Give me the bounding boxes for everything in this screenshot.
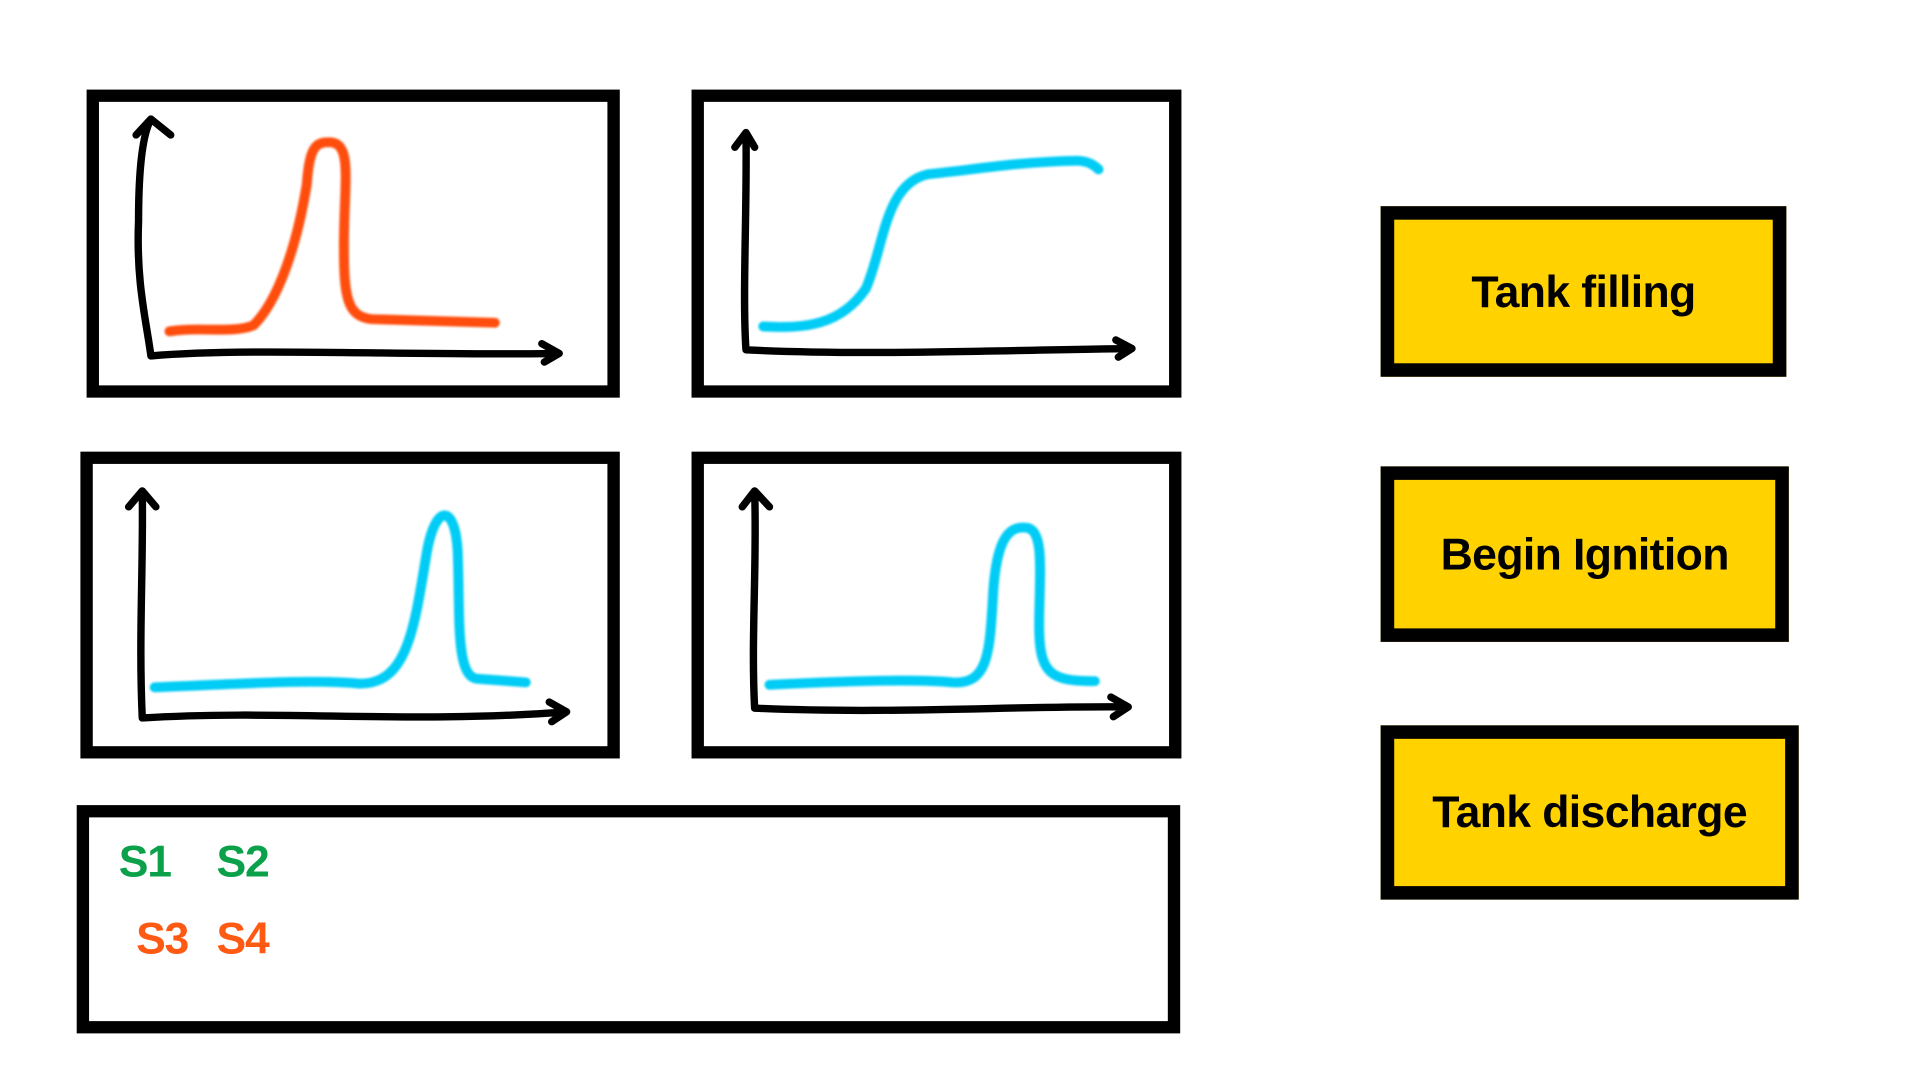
chart-panel-1 [86, 89, 620, 398]
chart-4-axes [738, 487, 1132, 721]
chart-4-curve [764, 522, 1100, 690]
tank-filling-button[interactable]: Tank filling [1380, 206, 1787, 377]
chart-3 [124, 487, 571, 726]
tank-discharge-button[interactable]: Tank discharge [1380, 725, 1799, 900]
chart-1-axes [132, 115, 563, 366]
legend-s1: S1 [118, 835, 172, 887]
chart-1-curve [164, 137, 500, 337]
chart-1 [132, 115, 563, 366]
chart-3-axes [124, 487, 571, 726]
legend-s4: S4 [216, 913, 269, 964]
chart-3-curve [149, 510, 531, 693]
begin-ignition-button[interactable]: Begin Ignition [1380, 466, 1789, 642]
sensor-legend-panel [76, 805, 1181, 1034]
chart-2-curve [758, 155, 1104, 332]
chart-2 [731, 128, 1136, 361]
chart-4 [738, 487, 1132, 721]
chart-panel-3 [80, 451, 620, 759]
legend-s3: S3 [136, 913, 189, 964]
chart-2-axes [731, 128, 1136, 361]
legend-s2: S2 [216, 835, 269, 887]
